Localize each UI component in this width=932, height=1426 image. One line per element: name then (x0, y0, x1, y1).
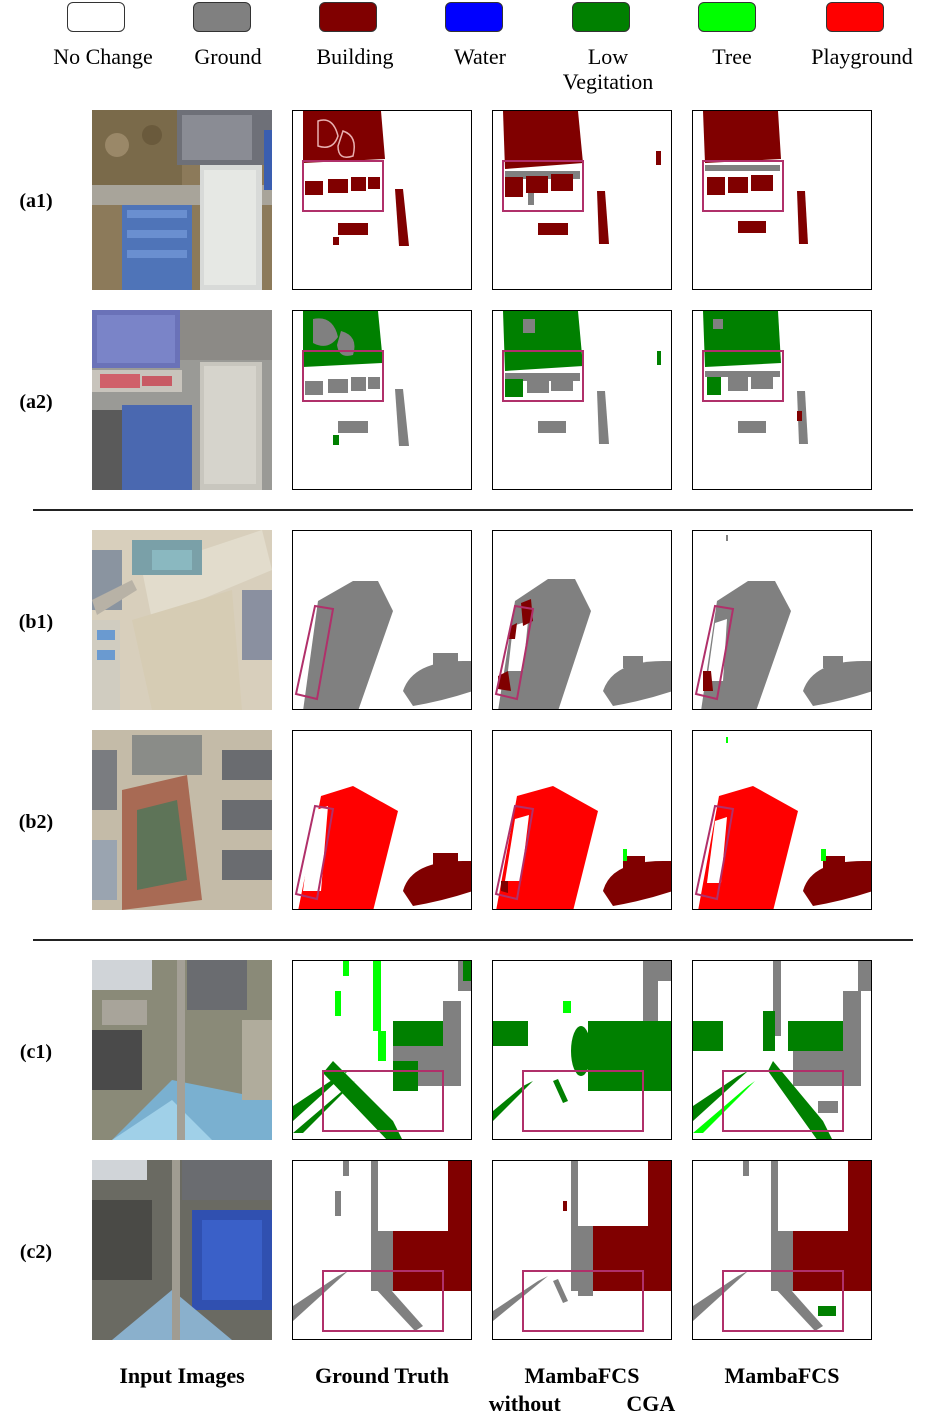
legend-label-tree: Tree (712, 44, 752, 69)
legend-swatch-low-vegitation (572, 2, 630, 32)
legend-label-water: Water (454, 44, 506, 69)
legend-swatch-building (319, 2, 377, 32)
legend-label-ground: Ground (194, 44, 262, 69)
mambafcs-without-cga-c2 (492, 1160, 672, 1340)
column-label-mambafcs: MambaFCS (724, 1363, 840, 1388)
mambafcs-b1 (692, 530, 872, 710)
ground-truth-a1 (292, 110, 472, 290)
ground-truth-b2 (292, 730, 472, 910)
column-label-ground-truth: Ground Truth (315, 1363, 449, 1388)
input-image-c2 (92, 1160, 272, 1340)
mambafcs-c1 (692, 960, 872, 1140)
legend-label-low-vegitation: Low Vegitation (562, 44, 654, 94)
row-label-a1: (a1) (19, 190, 53, 212)
mambafcs-without-cga-b1 (492, 530, 672, 710)
ground-truth-b1 (292, 530, 472, 710)
legend-swatch-water (445, 2, 503, 32)
mambafcs-a2 (692, 310, 872, 490)
input-image-b1 (92, 530, 272, 710)
row-label-b2: (b2) (18, 811, 54, 833)
section-divider-2 (33, 939, 913, 941)
legend-label-playground: Playground (811, 44, 913, 69)
row-label-a2: (a2) (19, 391, 53, 413)
mambafcs-without-cga-c1 (492, 960, 672, 1140)
mambafcs-without-cga-a2 (492, 310, 672, 490)
ground-truth-a2 (292, 310, 472, 490)
legend-swatch-playground (826, 2, 884, 32)
row-label-c2: (c2) (19, 1241, 53, 1263)
mambafcs-c2 (692, 1160, 872, 1340)
section-divider-1 (33, 509, 913, 511)
input-image-c1 (92, 960, 272, 1140)
ground-truth-c2 (292, 1160, 472, 1340)
legend-swatch-tree (698, 2, 756, 32)
input-image-a2 (92, 310, 272, 490)
input-image-a1 (92, 110, 272, 290)
legend-label-no-change: No Change (53, 44, 153, 69)
input-image-b2 (92, 730, 272, 910)
mambafcs-b2 (692, 730, 872, 910)
legend-swatch-ground (193, 2, 251, 32)
legend-label-building: Building (316, 44, 394, 69)
legend-swatch-no-change (67, 2, 125, 32)
mambafcs-without-cga-b2 (492, 730, 672, 910)
mambafcs-without-cga-a1 (492, 110, 672, 290)
row-label-b1: (b1) (18, 611, 54, 633)
ground-truth-c1 (292, 960, 472, 1140)
row-label-c1: (c1) (19, 1041, 53, 1063)
column-label-input-images: Input Images (119, 1363, 245, 1388)
column-label-mambafcs-without-cga: MambaFCS without CGA (488, 1363, 676, 1416)
mambafcs-a1 (692, 110, 872, 290)
highlight-box (302, 160, 384, 212)
